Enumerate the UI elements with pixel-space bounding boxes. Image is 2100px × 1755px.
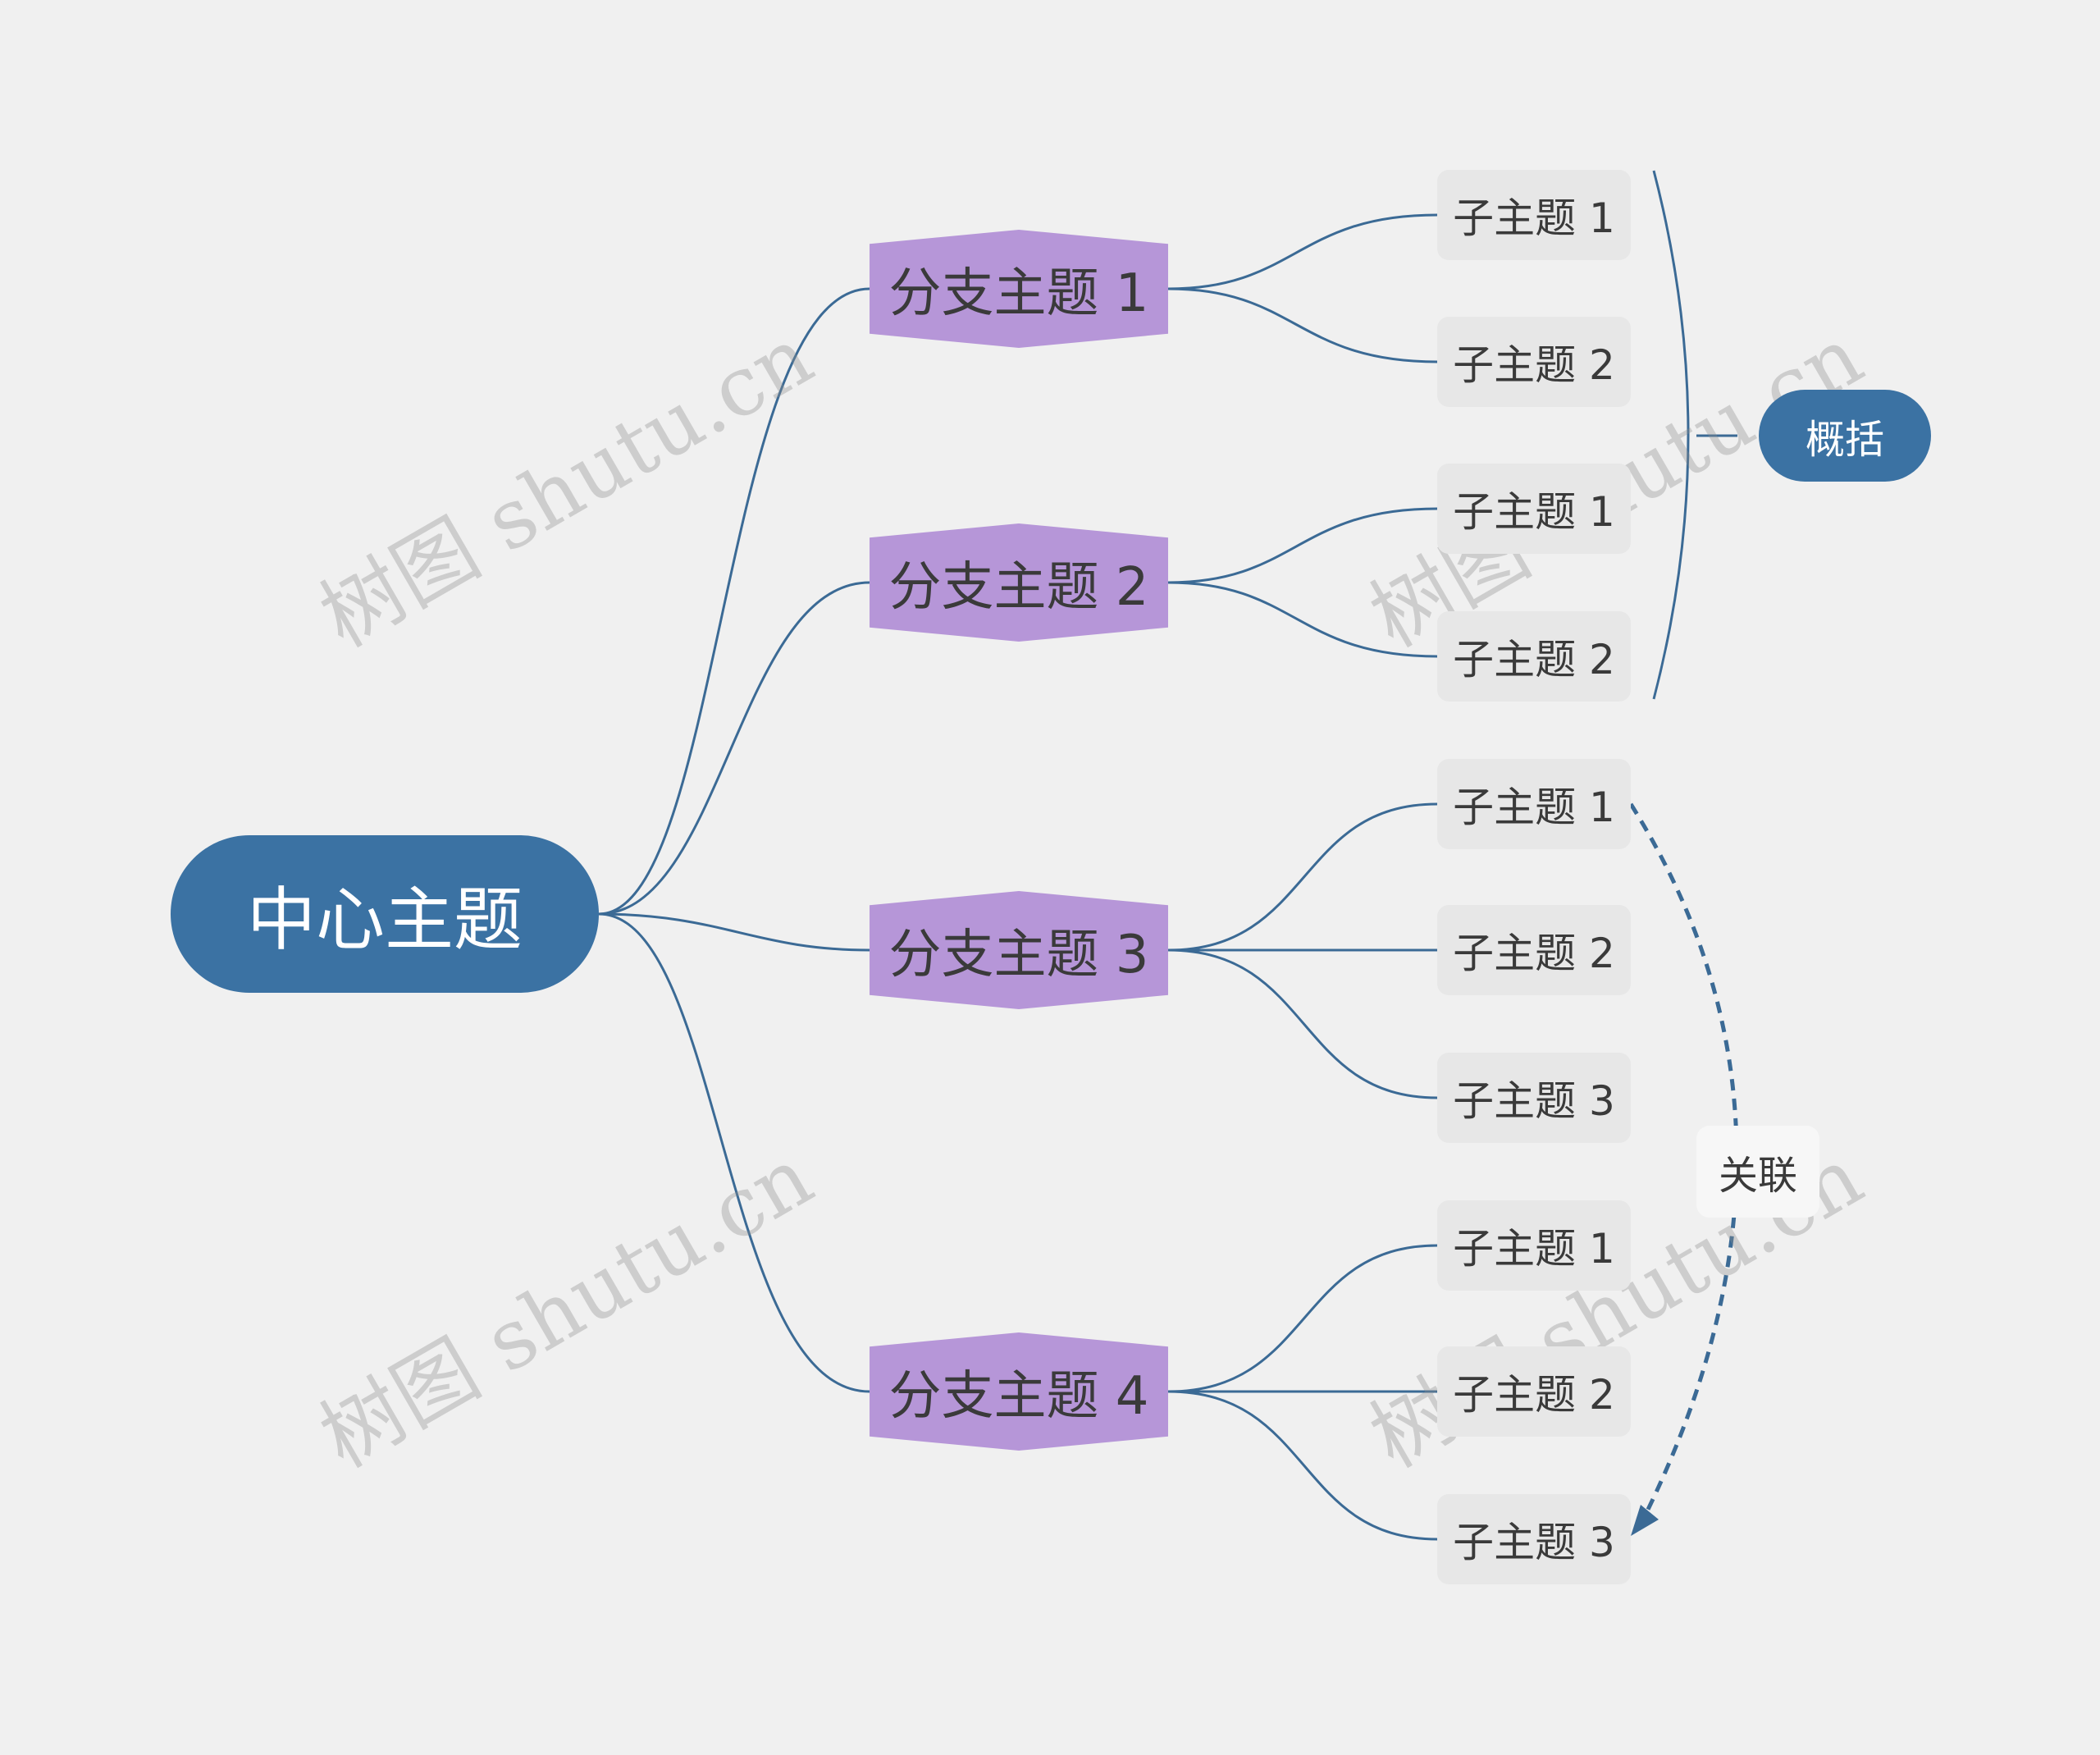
- connector-b3-s3: [1167, 948, 1438, 1099]
- branch-topic-2[interactable]: 分支主题 2: [870, 523, 1168, 642]
- connector-center-branch-1: [598, 287, 870, 916]
- subtopic[interactable]: 子主题 1: [1437, 759, 1631, 849]
- relationship-label[interactable]: 关联: [1696, 1126, 1819, 1218]
- subtopic[interactable]: 子主题 1: [1437, 170, 1631, 260]
- subtopic[interactable]: 子主题 2: [1437, 317, 1631, 407]
- subtopic[interactable]: 子主题 1: [1437, 464, 1631, 554]
- connector-center-branch-2: [598, 581, 870, 916]
- connector-b3-s1: [1167, 802, 1438, 952]
- subtopic[interactable]: 子主题 2: [1437, 1346, 1631, 1437]
- connector-b2-s1: [1167, 507, 1438, 584]
- connector-b4-s3: [1167, 1390, 1438, 1541]
- center-topic[interactable]: 中心主题: [171, 835, 599, 993]
- subtopic[interactable]: 子主题 2: [1437, 611, 1631, 702]
- connector-center-branch-4: [598, 912, 870, 1393]
- subtopic[interactable]: 子主题 1: [1437, 1200, 1631, 1291]
- branch-topic-3[interactable]: 分支主题 3: [870, 891, 1168, 1009]
- subtopic[interactable]: 子主题 3: [1437, 1494, 1631, 1584]
- connector-b2-s2: [1167, 581, 1438, 658]
- connector-center-branch-3: [598, 912, 870, 952]
- branch-topic-4[interactable]: 分支主题 4: [870, 1332, 1168, 1451]
- branch-topic-1[interactable]: 分支主题 1: [870, 230, 1168, 348]
- connector-b4-s1: [1167, 1244, 1438, 1393]
- connector-b1-s2: [1167, 287, 1438, 363]
- summary-topic[interactable]: 概括: [1759, 390, 1931, 482]
- connector-b1-s1: [1167, 213, 1438, 290]
- subtopic[interactable]: 子主题 2: [1437, 905, 1631, 995]
- summary-bracket: [1652, 170, 1690, 700]
- subtopic[interactable]: 子主题 3: [1437, 1053, 1631, 1143]
- relationship-arrowhead: [1631, 1505, 1659, 1536]
